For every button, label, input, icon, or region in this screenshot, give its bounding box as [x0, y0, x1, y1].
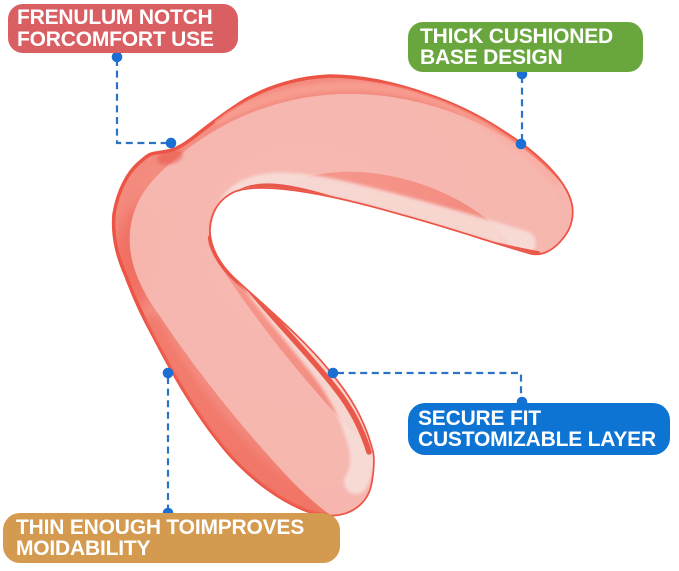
mouthguard-channel — [129, 93, 572, 515]
callout-line: SECURE FIT — [418, 406, 541, 430]
connector-dot — [165, 137, 177, 149]
callout-thick-cushioned-base: THICK CUSHIONED BASE DESIGN — [408, 22, 643, 72]
mouthguard-outer-wall-shade — [136, 316, 324, 515]
connector-dot — [111, 51, 123, 63]
callout-line: MOIDABILITY — [16, 537, 151, 560]
connector-frenulum-line — [115, 59, 166, 145]
mouthguard-top-highlight — [213, 81, 561, 187]
connector-dot — [327, 367, 339, 379]
callout-line: BASE DESIGN — [420, 46, 563, 69]
connector-dot — [515, 138, 527, 150]
callout-line: FORCOMFORT USE — [17, 27, 214, 51]
callout-line: CUSTOMIZABLE LAYER — [418, 428, 656, 451]
callout-frenulum-notch: FRENULUM NOTCH FORCOMFORT USE — [8, 4, 238, 53]
frenulum-notch-shade — [157, 149, 183, 165]
callout-secure-fit-layer: SECURE FIT CUSTOMIZABLE LAYER — [408, 403, 670, 455]
connector-dot — [162, 367, 174, 379]
connector-securefit-line — [337, 371, 523, 399]
callout-line: THICK CUSHIONED — [420, 24, 614, 48]
callout-thin-moldability: THIN ENOUGH TOIMPROVES MOIDABILITY — [3, 513, 340, 563]
callout-line: FRENULUM NOTCH — [17, 6, 213, 29]
leader-lines — [115, 59, 524, 510]
callout-line: THIN ENOUGH TOIMPROVES — [16, 515, 305, 539]
